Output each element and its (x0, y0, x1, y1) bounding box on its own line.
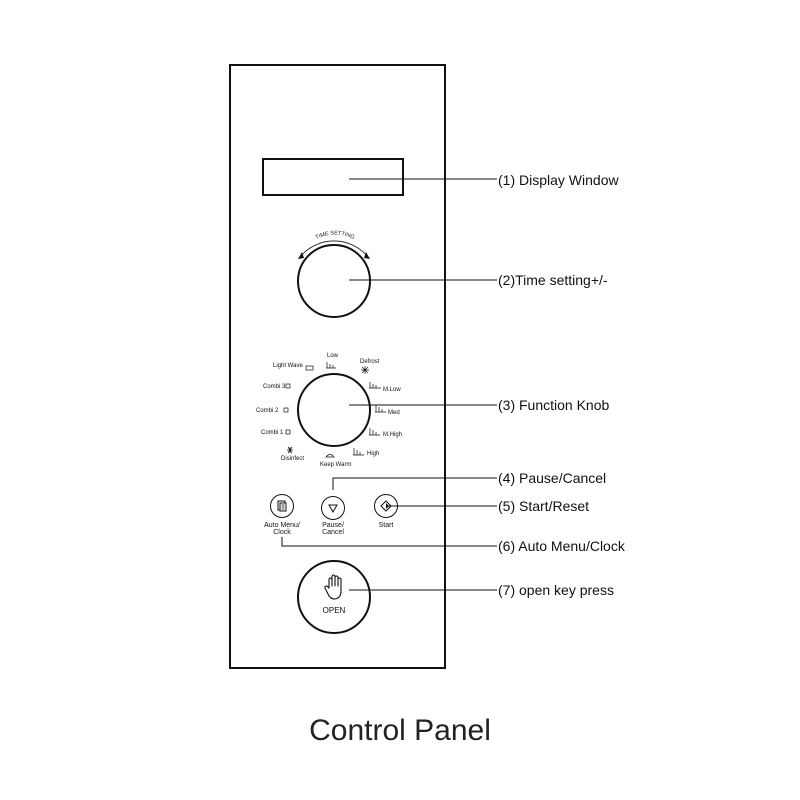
pause-cancel-label: Pause/ Cancel (322, 522, 344, 536)
mode-label-med: Med (388, 410, 400, 416)
leader-line-auto (281, 537, 497, 547)
mode-label-light-wave: Light Wave (273, 363, 303, 369)
combi1-icon (285, 429, 291, 435)
callout-pause-cancel: (4) Pause/Cancel (498, 470, 607, 486)
mode-label-mhigh: M.High (383, 432, 403, 438)
time-setting-knob[interactable] (297, 244, 371, 318)
control-panel (229, 64, 446, 669)
mlow-power-icon (369, 382, 381, 389)
auto-menu-clock-label: Auto Menu/ Clock (264, 522, 300, 536)
mode-label-high: High (367, 451, 380, 457)
time-arc (299, 240, 369, 258)
mode-label-mlow: M.Low (383, 387, 401, 393)
callout-start-reset: (5) Start/Reset (498, 498, 590, 514)
mode-label-keep-warm: Keep Warm (320, 462, 352, 468)
display-window (262, 158, 404, 196)
figure-title: Control Panel (309, 714, 491, 747)
pause-cancel-button[interactable] (321, 496, 345, 520)
callout-open-key: (7) open key press (498, 582, 614, 598)
low-power-icon (326, 362, 336, 369)
light-wave-icon (305, 365, 314, 371)
function-knob[interactable] (297, 373, 371, 447)
open-label: OPEN (322, 606, 346, 615)
mhigh-power-icon (369, 428, 380, 436)
auto-menu-icon (277, 500, 287, 512)
hand-icon (324, 574, 342, 600)
mode-label-combi3: Combi 3 (263, 384, 286, 390)
mode-label-combi1: Combi 1 (261, 430, 284, 436)
open-door-button[interactable]: OPEN (297, 560, 371, 634)
defrost-icon (361, 366, 369, 374)
arc-arrow-right-icon (364, 252, 370, 259)
keep-warm-icon (325, 454, 335, 458)
arc-arrow-left-icon (298, 252, 304, 259)
triangle-down-icon (328, 504, 338, 514)
mode-label-defrost: Defrost (360, 359, 380, 365)
combi3-icon (285, 383, 291, 389)
callout-function-knob: (3) Function Knob (498, 397, 610, 413)
mode-label-disinfect: Disinfect (281, 456, 305, 462)
mode-label-combi2: Combi 2 (256, 408, 279, 414)
disinfect-icon (287, 446, 293, 454)
combi2-icon (283, 407, 289, 413)
start-label: Start (378, 522, 394, 529)
auto-menu-clock-button[interactable] (270, 494, 294, 518)
leader-line-pause (332, 477, 497, 490)
callout-display-window: (1) Display Window (498, 172, 619, 188)
callout-auto-menu-clock: (6) Auto Menu/Clock (498, 538, 625, 554)
callout-time-setting: (2)Time setting+/- (498, 272, 608, 288)
time-setting-arc-label: TIME SETTING (315, 231, 356, 241)
mode-label-low: Low (327, 353, 339, 359)
high-power-icon (353, 448, 364, 456)
med-power-icon (375, 405, 386, 413)
